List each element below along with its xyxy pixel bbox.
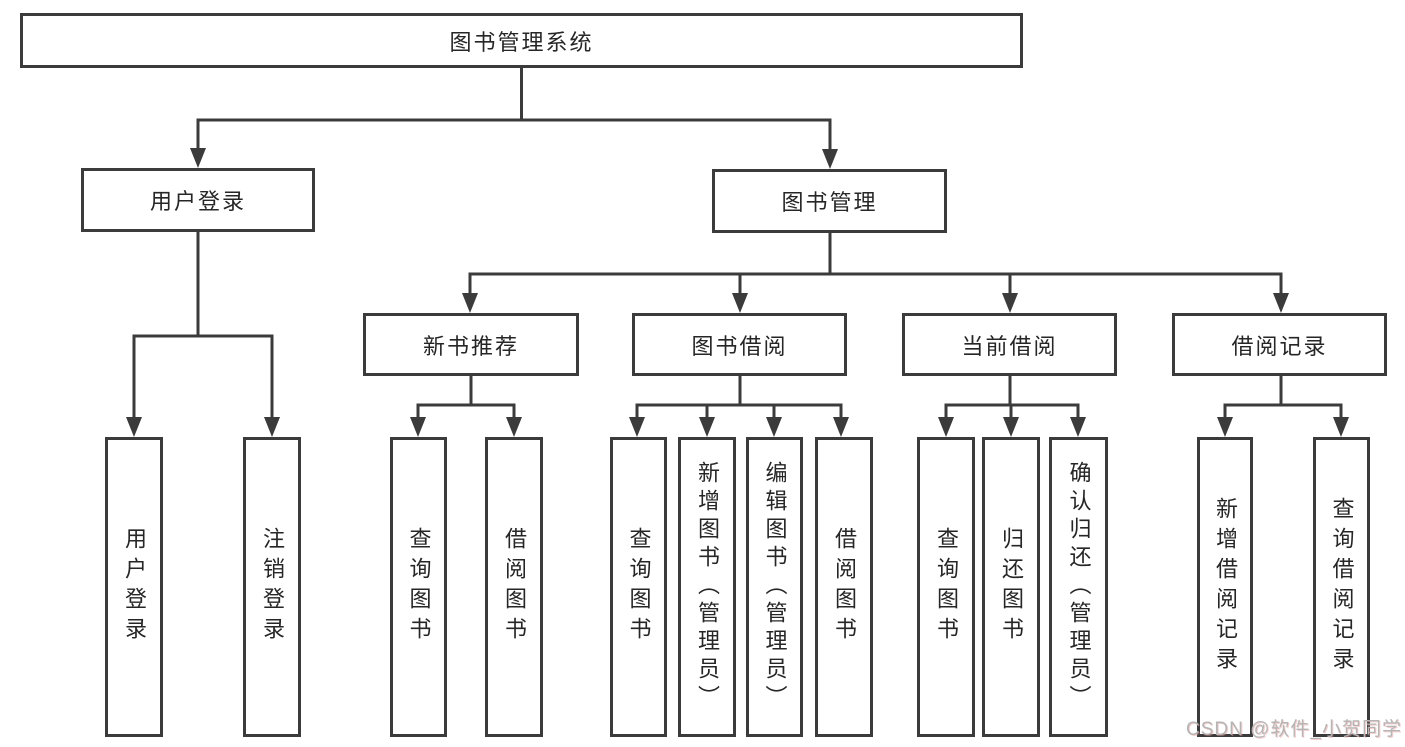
leaf-return-book: 归还图书	[982, 437, 1040, 737]
leaf-query-borrow-record-label: 查询借阅记录	[1329, 497, 1355, 677]
node-library-system: 图书管理系统	[20, 13, 1023, 68]
leaf-edit-book-admin-label: 编辑图书（管理员）	[762, 461, 788, 713]
leaf-query-books-current: 查询图书	[917, 437, 975, 737]
leaf-user-login-label: 用户登录	[122, 527, 147, 647]
node-current-borrow-label: 当前借阅	[961, 333, 1058, 359]
leaf-borrow-books-recommend: 借阅图书	[485, 437, 543, 737]
connector-paths	[132, 68, 1343, 419]
node-new-book-recommend-label: 新书推荐	[422, 333, 519, 359]
leaf-query-borrow-record: 查询借阅记录	[1313, 437, 1370, 737]
leaf-query-books-borrow-label: 查询图书	[626, 527, 652, 647]
leaf-borrow-books-recommend-label: 借阅图书	[502, 527, 527, 647]
leaf-borrow-books: 借阅图书	[815, 437, 873, 737]
leaf-add-book-admin: 新增图书（管理员）	[678, 437, 736, 737]
leaf-query-books-recommend: 查询图书	[390, 437, 447, 737]
leaf-query-books-borrow: 查询图书	[610, 437, 667, 737]
leaf-add-borrow-record: 新增借阅记录	[1197, 437, 1253, 737]
node-book-management: 图书管理	[712, 169, 947, 233]
csdn-watermark: CSDN @软件_小贺同学	[1186, 719, 1402, 740]
leaf-query-books-recommend-label: 查询图书	[406, 527, 432, 647]
node-user-login-label: 用户登录	[149, 189, 246, 214]
leaf-logout: 注销登录	[243, 437, 301, 737]
arrowheads	[126, 148, 1349, 437]
leaf-user-login: 用户登录	[105, 437, 163, 737]
node-current-borrow: 当前借阅	[902, 313, 1117, 376]
node-new-book-recommend: 新书推荐	[363, 313, 579, 376]
node-user-login: 用户登录	[81, 168, 315, 232]
node-book-management-label: 图书管理	[781, 190, 878, 215]
leaf-confirm-return-admin: 确认归还（管理员）	[1049, 437, 1108, 737]
node-borrow-records: 借阅记录	[1172, 313, 1387, 376]
leaf-add-book-admin-label: 新增图书（管理员）	[695, 461, 720, 713]
leaf-add-borrow-record-label: 新增借阅记录	[1213, 497, 1238, 677]
leaf-borrow-books-label: 借阅图书	[832, 527, 857, 647]
leaf-confirm-return-admin-label: 确认归还（管理员）	[1066, 461, 1092, 713]
leaf-logout-label: 注销登录	[260, 527, 285, 647]
leaf-edit-book-admin: 编辑图书（管理员）	[746, 437, 803, 737]
leaf-query-books-current-label: 查询图书	[934, 527, 959, 647]
node-book-borrow-label: 图书借阅	[691, 333, 788, 359]
leaf-return-book-label: 归还图书	[999, 527, 1024, 647]
node-book-borrow: 图书借阅	[632, 313, 847, 376]
node-library-system-label: 图书管理系统	[449, 29, 594, 55]
node-borrow-records-label: 借阅记录	[1231, 333, 1328, 359]
